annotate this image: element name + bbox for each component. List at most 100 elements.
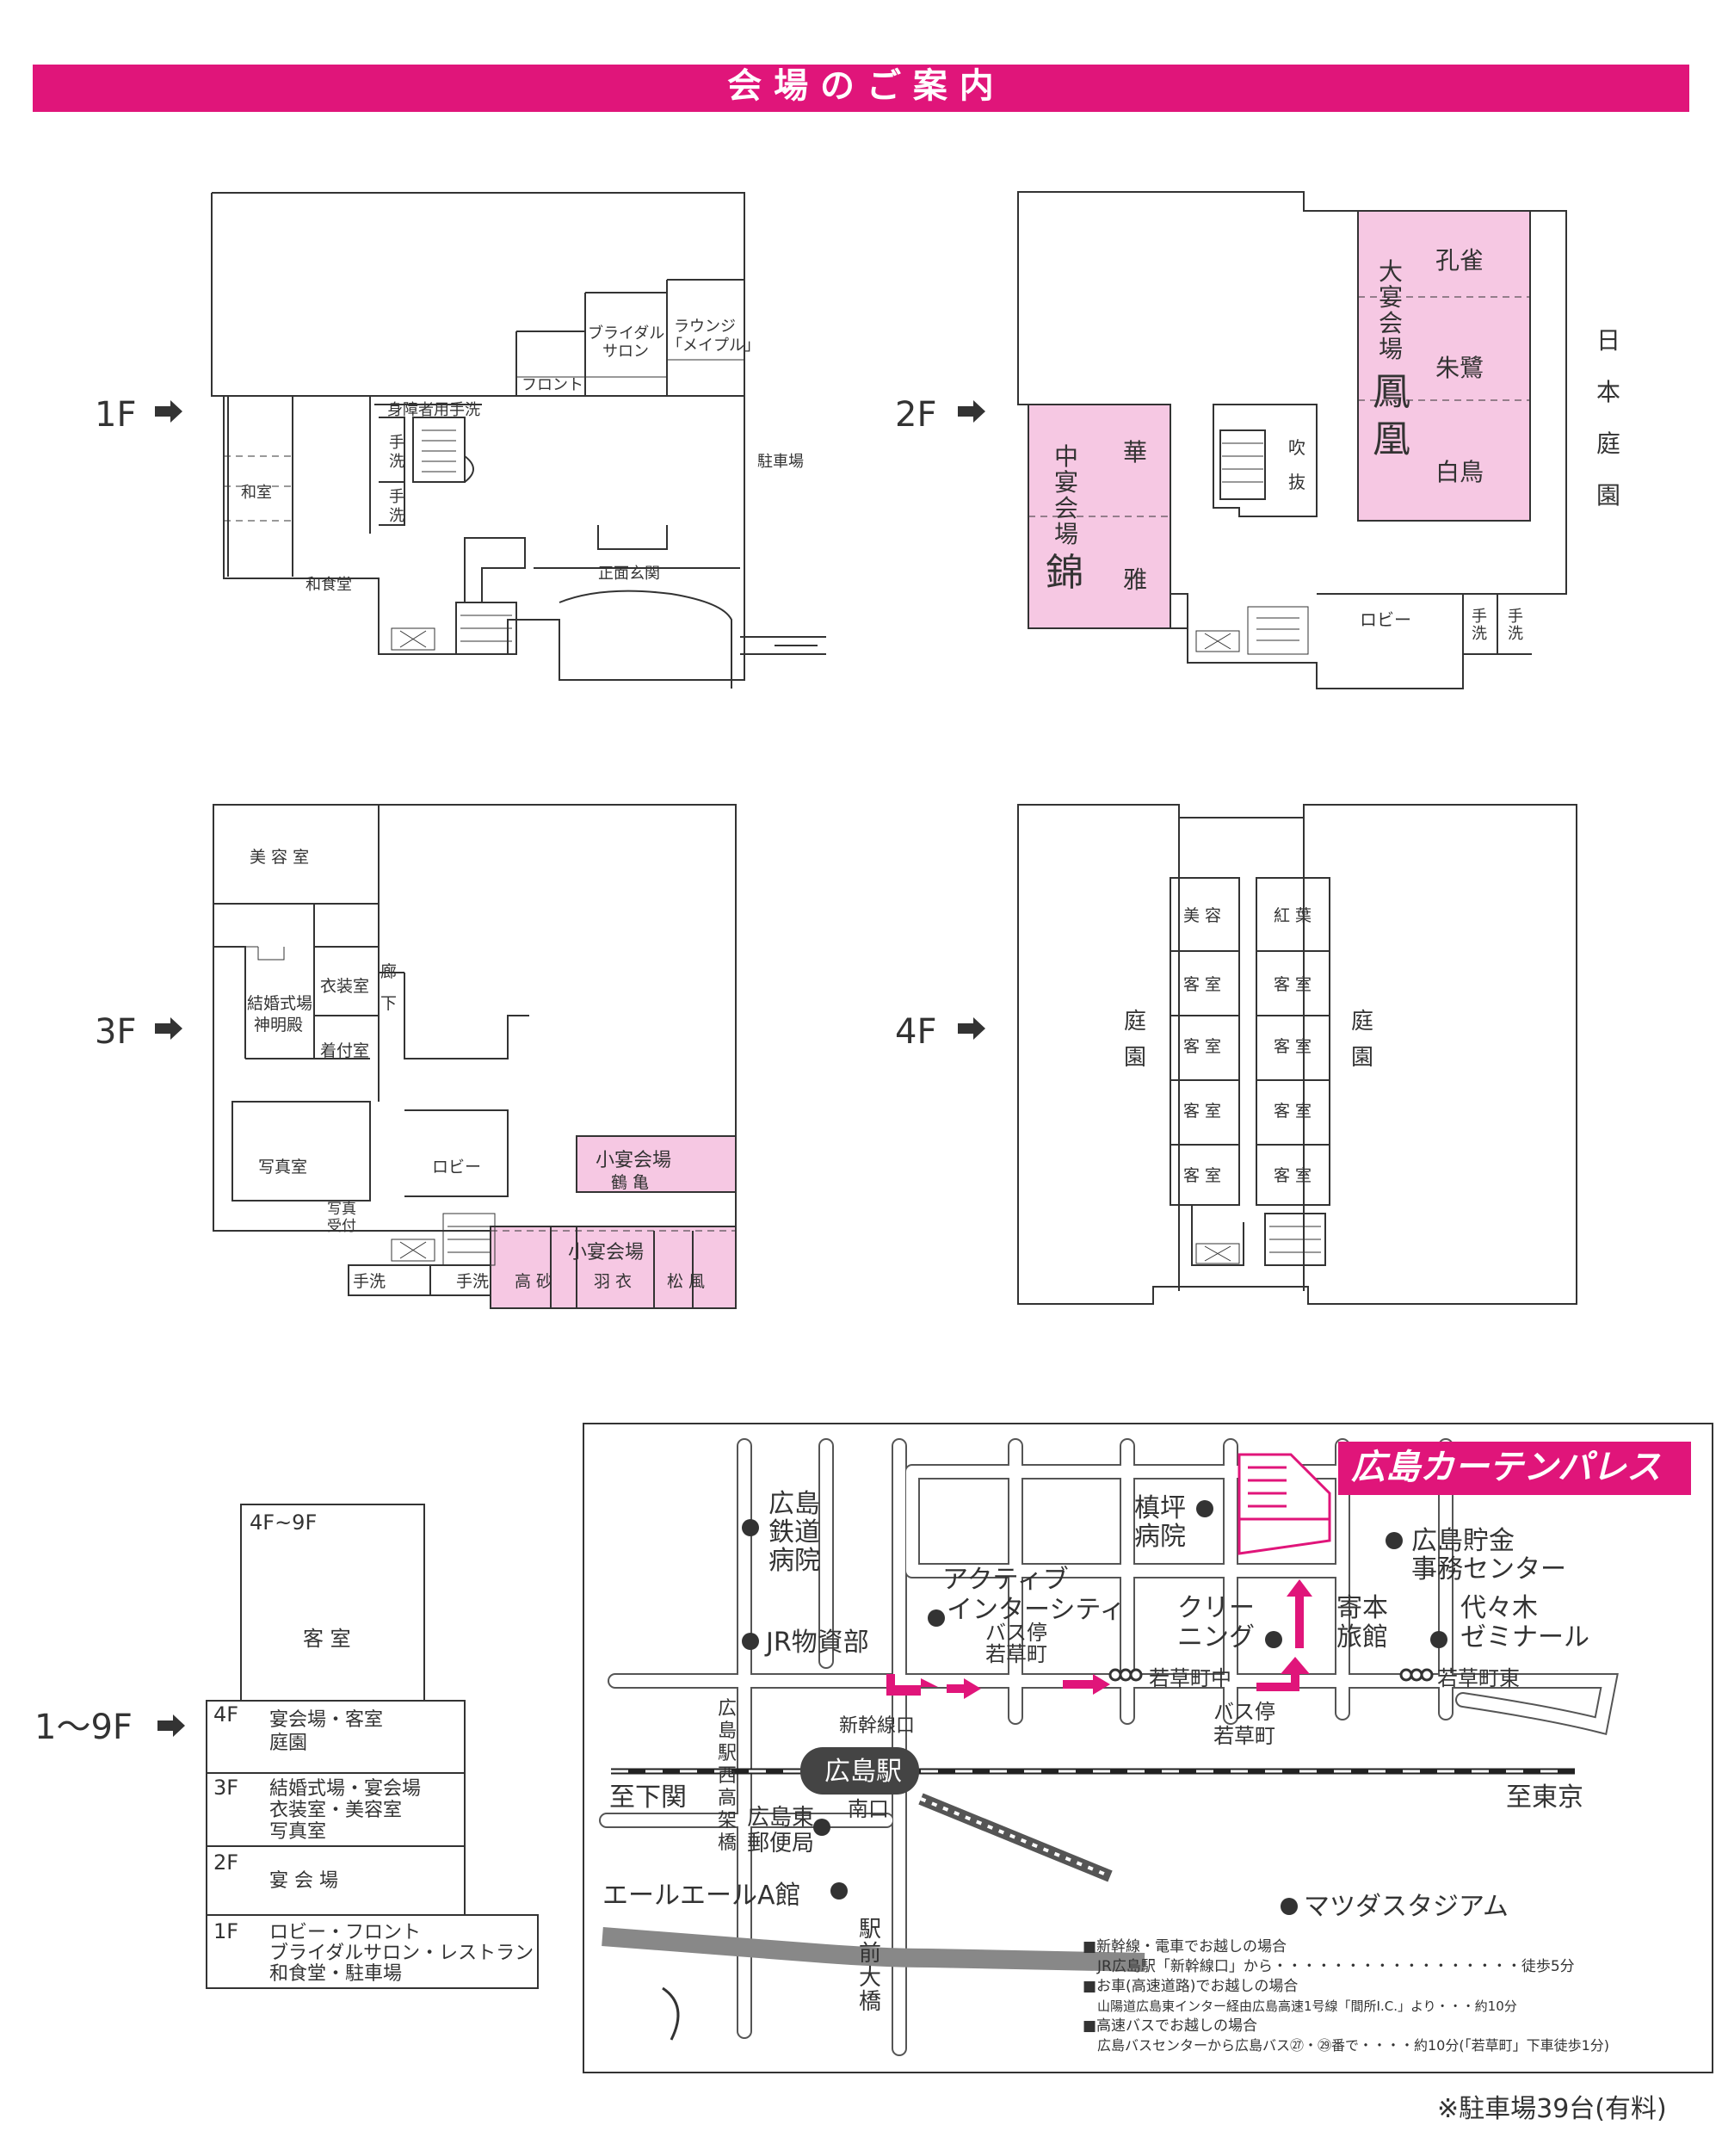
- f2-grand-hall-name: 鳳凰: [1373, 370, 1410, 461]
- section-top-room: 客 室: [303, 1627, 351, 1651]
- label-1f: 1F: [95, 395, 136, 435]
- f4-room-l1: 客 室: [1183, 975, 1221, 994]
- f3-shofu: 松 風: [667, 1272, 705, 1291]
- f1-toilet-2b: 洗: [389, 507, 404, 525]
- map-savings-1: 広島貯金: [1411, 1526, 1515, 1556]
- f3-photo: 写真室: [258, 1158, 307, 1177]
- section-row-1f-desc-2: ブライダルサロン・レストラン: [269, 1943, 534, 1964]
- section-row-4f-desc-1: 宴会場・客室: [269, 1709, 383, 1731]
- f4-room-r4: 客 室: [1274, 1166, 1312, 1185]
- f1-toilet-1b: 洗: [389, 453, 404, 471]
- floor-1f-plan: [211, 192, 826, 689]
- hotel-name-badge: [1338, 1442, 1691, 1495]
- svg-text:会: 会: [1379, 309, 1403, 337]
- f3-dressing: 着付室: [320, 1041, 369, 1060]
- floor-3f-plan: [213, 804, 737, 1309]
- f1-lounge-2: 「メイプル」: [667, 337, 760, 355]
- arrow-2f-icon: [958, 400, 985, 423]
- f1-bridal-salon-2: サロン: [602, 343, 649, 361]
- f3-lobby: ロビー: [432, 1158, 481, 1177]
- map-hotel-name: 広島カーテンパレス: [1351, 1448, 1661, 1487]
- f4-garden-left-2: 園: [1124, 1045, 1146, 1071]
- map-wakakusa: 若草町中: [1149, 1666, 1231, 1690]
- map-station: 広島駅: [824, 1757, 902, 1787]
- map-active-1: アクティブ: [942, 1565, 1069, 1595]
- f3-chapel-1: 結婚式場: [247, 994, 312, 1013]
- section-diagram: [206, 1504, 539, 1989]
- access-map: [583, 1423, 1713, 2073]
- map-shinkansen-exit: 新幹線口: [839, 1715, 915, 1737]
- f2-hakucho: 白鳥: [1435, 458, 1484, 486]
- section-row-3f-desc-1: 結婚式場・宴会場: [269, 1778, 421, 1800]
- map-south-exit: 南口: [848, 1797, 889, 1821]
- f3-photo-reception-2: 受付: [327, 1218, 356, 1235]
- f2-kujaku: 孔雀: [1435, 246, 1484, 275]
- map-wakakusa-e: 若草町東: [1437, 1666, 1520, 1690]
- f4-biyo: 美 容: [1183, 906, 1221, 925]
- arrow-19f-icon: [157, 1714, 185, 1737]
- svg-text:宴: 宴: [1054, 468, 1078, 497]
- header-svg: 会 場 の ご 案 内: [33, 65, 1689, 112]
- f2-hana: 華: [1123, 438, 1147, 466]
- floor-4f-plan: [1017, 804, 1577, 1305]
- f3-corridor-1: 廊: [380, 962, 397, 981]
- section-row-2f-desc-1: 宴 会 場: [269, 1870, 338, 1892]
- section-row-4f-desc-2: 庭園: [269, 1733, 307, 1754]
- map-cleaning-1: クリー: [1177, 1593, 1255, 1623]
- map-to-tokyo: 至東京: [1506, 1782, 1583, 1813]
- map-bus-stop-e-1: バス停: [1213, 1700, 1275, 1724]
- f3-small-hall-a-name: 鶴 亀: [611, 1173, 649, 1192]
- f2-toilet-2: 手: [1508, 608, 1523, 626]
- map-makitsubo-2: 病院: [1134, 1522, 1186, 1552]
- svg-text:鳳: 鳳: [1373, 370, 1410, 414]
- f4-room-l4: 客 室: [1183, 1166, 1221, 1185]
- svg-text:前: 前: [859, 1941, 881, 1967]
- f2-miyabi: 雅: [1123, 565, 1147, 594]
- f3-small-hall-a: 小宴会場: [596, 1150, 671, 1171]
- f2-shuro: 朱鷺: [1435, 354, 1484, 382]
- label-1-9f: 1～9F: [34, 1708, 133, 1747]
- f4-koyo: 紅 葉: [1274, 906, 1312, 925]
- section-row-1f-desc-3: 和食堂・駐車場: [269, 1963, 402, 1985]
- f3-takasago: 高 砂: [515, 1272, 552, 1291]
- map-yorimoto-1: 寄本: [1336, 1593, 1388, 1623]
- map-access-5: ■高速バスでお越しの場合: [1083, 2017, 1257, 2035]
- svg-text:凰: 凰: [1373, 417, 1410, 461]
- f1-washitsu: 和室: [241, 484, 272, 502]
- f3-small-hall-b: 小宴会場: [568, 1242, 644, 1263]
- map-bus-stop-w-2: 若草町: [985, 1642, 1047, 1666]
- map-yoyogi-1: 代々木: [1460, 1593, 1538, 1623]
- map-yoyogi-2: ゼミナール: [1460, 1622, 1589, 1653]
- f3-costume: 衣装室: [320, 977, 369, 996]
- map-bus-stop-w-1: バス停: [985, 1621, 1047, 1645]
- map-railway-hospital-3: 病院: [768, 1546, 820, 1576]
- f1-washokudo: 和食堂: [306, 576, 352, 594]
- map-jr: JR物資部: [764, 1628, 869, 1658]
- f2-lobby: ロビー: [1360, 609, 1411, 630]
- header-background: [33, 65, 1689, 112]
- map-active-2: インターシティ: [947, 1595, 1126, 1625]
- arrow-3f-icon: [155, 1017, 182, 1040]
- map-stadium: マツダスタジアム: [1304, 1892, 1509, 1922]
- svg-text:島: 島: [718, 1720, 737, 1742]
- svg-text:大: 大: [1379, 257, 1403, 286]
- label-3f: 3F: [95, 1012, 136, 1052]
- floor-2f-plan: [1017, 191, 1567, 689]
- map-yorimoto-2: 旅館: [1336, 1622, 1388, 1653]
- f2-fukinuke-1: 吹: [1288, 437, 1305, 458]
- svg-text:場: 場: [1379, 335, 1403, 363]
- section-row-4f-floor: 4F: [213, 1702, 238, 1727]
- f1-parking: 駐車場: [757, 453, 804, 471]
- map-cleaning-2: ニング: [1177, 1622, 1255, 1653]
- f2-toilet-2b: 洗: [1508, 625, 1523, 643]
- f3-corridor-2: 下: [380, 994, 397, 1013]
- hotel-icon: [1237, 1453, 1331, 1555]
- f3-toilet-1: 手洗: [353, 1272, 386, 1291]
- svg-text:日: 日: [1596, 326, 1620, 355]
- map-aile: エールエールA館: [602, 1881, 801, 1911]
- map-railway-hospital-2: 鉄道: [768, 1517, 820, 1548]
- svg-text:西: 西: [718, 1765, 737, 1787]
- f4-garden-right-2: 園: [1351, 1045, 1373, 1071]
